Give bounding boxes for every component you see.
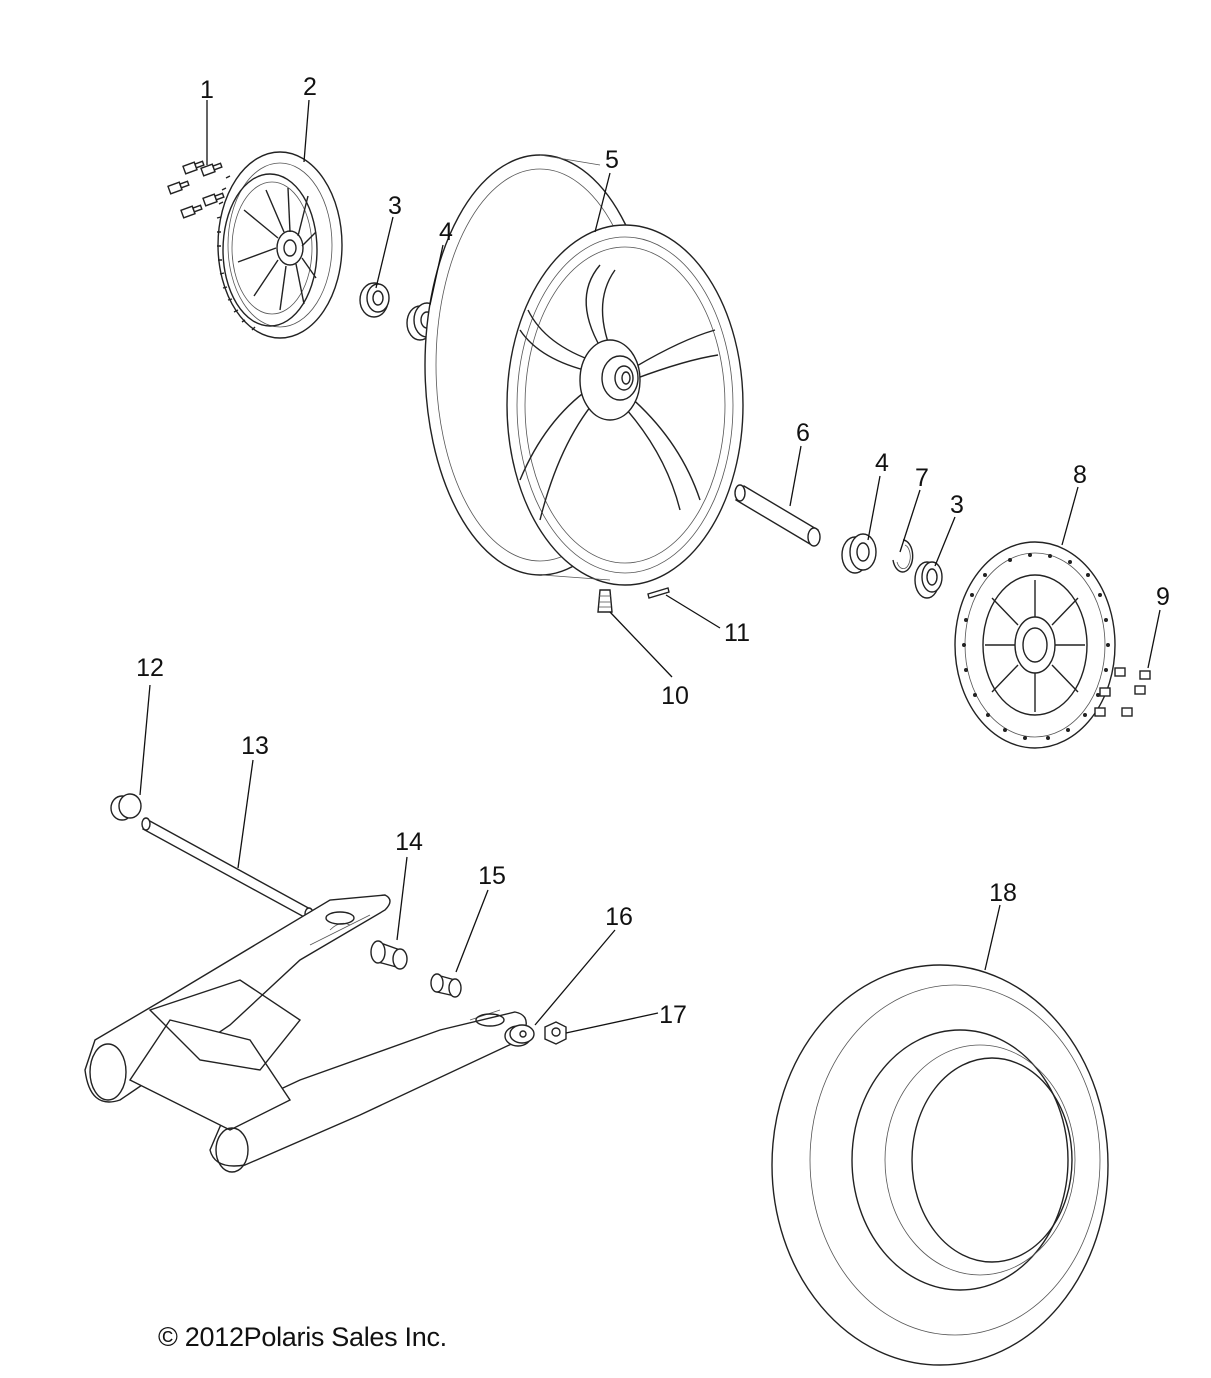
part-3-seal-right — [914, 561, 943, 599]
callout-14: 14 — [395, 828, 423, 856]
part-15-spacer — [430, 973, 462, 998]
part-3-seal-left — [359, 282, 390, 318]
callout-1: 1 — [200, 76, 214, 104]
part-12-washer — [110, 793, 142, 821]
callout-15: 15 — [478, 862, 506, 890]
callout-18: 18 — [989, 879, 1017, 907]
callout-labels: 1 2 3 4 5 6 4 7 3 8 9 10 11 12 13 14 15 … — [136, 73, 1170, 1029]
callout-4b: 4 — [875, 449, 889, 477]
part-10-valve — [597, 589, 613, 613]
callout-3a: 3 — [388, 192, 402, 220]
callout-6: 6 — [796, 419, 810, 447]
copyright-notice: © 2012Polaris Sales Inc. — [158, 1322, 447, 1352]
part-9-disc-bolts — [1094, 667, 1151, 717]
part-18-tire — [771, 964, 1109, 1366]
part-17-nut — [544, 1021, 567, 1045]
callout-9: 9 — [1156, 583, 1170, 611]
swingarm — [84, 894, 527, 1173]
callout-11: 11 — [724, 619, 750, 647]
callout-5: 5 — [605, 146, 619, 174]
part-16-washer — [504, 1024, 535, 1047]
callout-13: 13 — [241, 732, 269, 760]
callout-2: 2 — [303, 73, 317, 101]
part-1-bolts — [167, 160, 225, 219]
part-8-brake-disc — [954, 541, 1116, 749]
callout-3b: 3 — [950, 491, 964, 519]
callout-17: 17 — [659, 1001, 687, 1029]
part-11-key — [647, 587, 670, 599]
callout-7: 7 — [915, 464, 929, 492]
callout-16: 16 — [605, 903, 633, 931]
part-14-adjuster — [370, 940, 408, 970]
callout-10: 10 — [661, 682, 689, 710]
callout-12: 12 — [136, 654, 164, 682]
part-7-circlip — [892, 539, 914, 573]
part-13-axle — [141, 817, 314, 921]
part-6-spacer-tube — [734, 484, 821, 547]
callout-8: 8 — [1073, 461, 1087, 489]
callout-4a: 4 — [439, 218, 453, 246]
leader-lines — [139, 99, 1161, 1034]
part-4-bearing-right — [841, 533, 877, 574]
part-5-wheel — [424, 154, 744, 586]
part-2-sprocket — [216, 151, 343, 339]
